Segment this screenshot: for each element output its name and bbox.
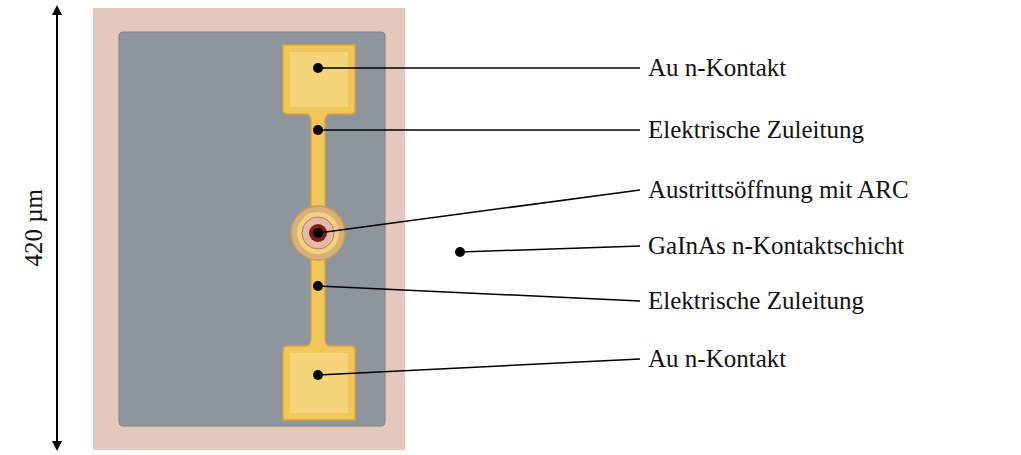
contact-pad	[283, 254, 355, 420]
part-label: Au n-Kontakt	[648, 345, 786, 373]
part-label: Elektrische Zuleitung	[648, 116, 864, 144]
pad-highlight	[290, 353, 348, 413]
aperture-opening	[309, 224, 327, 242]
leader-dots	[313, 63, 465, 380]
aperture-ring	[291, 206, 345, 260]
aperture-ring	[302, 217, 334, 249]
dimension-label: 420 µm	[20, 189, 48, 267]
dimension-arrow	[56, 10, 58, 446]
aperture-ring	[297, 212, 339, 254]
contact-pad	[283, 45, 355, 212]
part-label: Au n-Kontakt	[648, 54, 786, 82]
pad-highlight	[290, 52, 348, 107]
photo-background	[93, 8, 405, 450]
part-label: Elektrische Zuleitung	[648, 287, 864, 315]
part-label: GaInAs n-Kontaktschicht	[648, 232, 904, 260]
part-label: Austrittsöffnung mit ARC	[648, 176, 909, 204]
leader-lines	[318, 68, 640, 375]
